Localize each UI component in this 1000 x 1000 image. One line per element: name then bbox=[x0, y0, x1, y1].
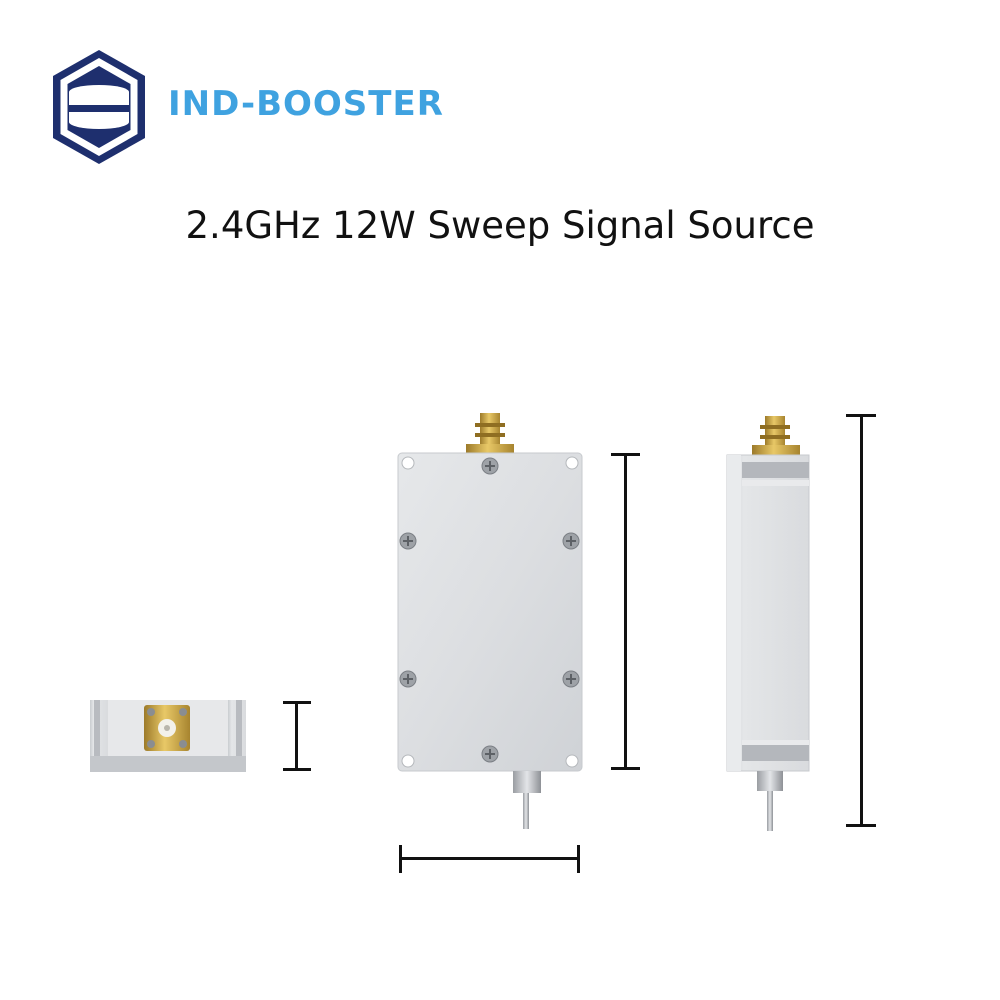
sma-connector-icon bbox=[466, 413, 514, 454]
side-view bbox=[726, 416, 810, 831]
end-view-height-dimension bbox=[283, 701, 311, 771]
sma-flange-connector-icon bbox=[144, 705, 190, 751]
end-view bbox=[90, 700, 246, 772]
brand-logo-icon bbox=[53, 50, 145, 164]
sma-connector-icon bbox=[752, 416, 800, 455]
top-view-width-dimension bbox=[399, 845, 580, 873]
top-view-height-dimension bbox=[611, 453, 640, 770]
side-view-height-dimension bbox=[846, 414, 876, 827]
top-view bbox=[397, 413, 583, 829]
page-title: 2.4GHz 12W Sweep Signal Source bbox=[185, 204, 815, 247]
brand-name: IND-BOOSTER bbox=[168, 84, 444, 124]
